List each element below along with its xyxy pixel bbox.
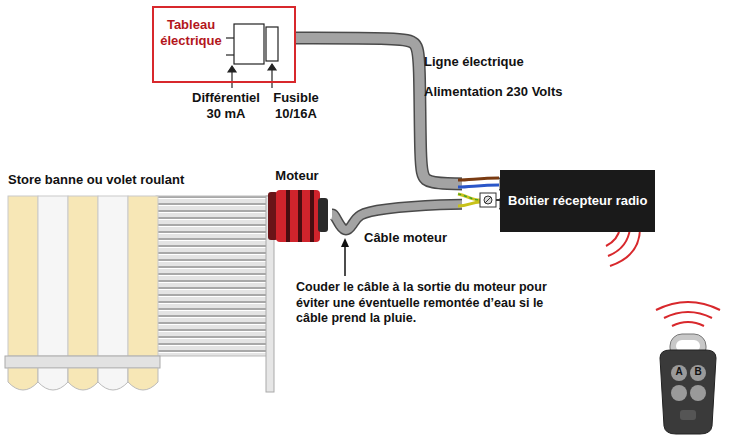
leader-arrow — [341, 238, 349, 276]
receiver-box: Boitier récepteur radio — [500, 170, 655, 232]
button-letter: B — [692, 366, 704, 378]
remote-control — [690, 365, 706, 381]
node-text: Tableau électrique — [158, 17, 224, 48]
terminal-block — [485, 197, 491, 203]
remote-control — [680, 410, 696, 420]
remote-control — [660, 334, 716, 434]
terminal-block — [458, 170, 500, 214]
terminal-block — [480, 193, 496, 207]
breaker-symbols — [226, 54, 234, 55]
terminal-block — [458, 194, 480, 200]
motor-symbol — [298, 190, 302, 242]
motor-symbol — [268, 190, 328, 242]
node-text: Boitier récepteur radio — [508, 193, 647, 209]
motor-symbol — [310, 190, 314, 242]
terminal-block — [458, 194, 480, 200]
motor-symbol — [318, 198, 328, 232]
awning-illustration — [156, 196, 268, 356]
breaker-symbols — [234, 24, 264, 64]
awning-illustration — [68, 196, 98, 356]
annotation-label: Alimentation 230 Volts — [424, 84, 624, 100]
motor-box: Moteur — [262, 168, 332, 244]
awning-illustration — [38, 196, 68, 356]
breaker-symbols — [226, 24, 278, 88]
breaker-symbols — [271, 68, 272, 88]
terminal-block — [458, 202, 480, 206]
awning-illustration — [38, 368, 68, 390]
remote-control — [660, 350, 716, 434]
panel-box: Tableau électrique — [152, 6, 296, 83]
breaker-symbols — [266, 27, 278, 61]
button-letter: A — [673, 366, 685, 378]
radio-waves — [606, 228, 720, 326]
breaker-symbols — [226, 37, 234, 38]
radio-waves — [608, 228, 630, 256]
edge-label: Câble moteur — [364, 230, 447, 246]
awning-illustration — [128, 368, 158, 390]
breaker-symbols — [228, 66, 236, 72]
awning-illustration — [98, 368, 128, 390]
radio-waves — [656, 302, 720, 310]
annotation-label: Différentiel 30 mA — [186, 90, 266, 123]
remote-control — [690, 385, 706, 401]
leader-arrow — [341, 238, 349, 247]
awning-illustration — [8, 196, 38, 356]
terminal-block — [458, 185, 499, 187]
radio-waves — [672, 322, 704, 326]
leader-arrow — [344, 245, 346, 276]
breaker-symbols — [231, 70, 232, 88]
awning-illustration — [68, 368, 98, 390]
terminal-block — [484, 196, 492, 204]
radio-waves — [664, 312, 712, 318]
node-text: Moteur — [262, 168, 332, 184]
terminal-block — [458, 178, 499, 180]
breaker-symbols — [268, 64, 276, 70]
radio-waves — [610, 228, 640, 266]
awning-illustration — [5, 196, 274, 392]
awning-illustration — [98, 196, 128, 356]
awning-illustration — [128, 196, 158, 356]
motor-symbol — [276, 190, 320, 242]
annotation-label: Store banne ou volet roulant — [8, 172, 248, 188]
awning-illustration — [8, 196, 158, 356]
awning-illustration — [8, 368, 158, 390]
motor-symbol — [286, 190, 290, 242]
remote-control — [671, 365, 687, 381]
annotation-label: Fusible 10/16A — [270, 90, 322, 123]
awning-illustration — [8, 368, 38, 390]
edge-label: Ligne électrique — [424, 54, 524, 70]
awning-illustration — [5, 356, 160, 368]
remote-control — [671, 385, 687, 401]
annotation-label: Couder le câble à la sortie du moteur po… — [296, 280, 548, 327]
